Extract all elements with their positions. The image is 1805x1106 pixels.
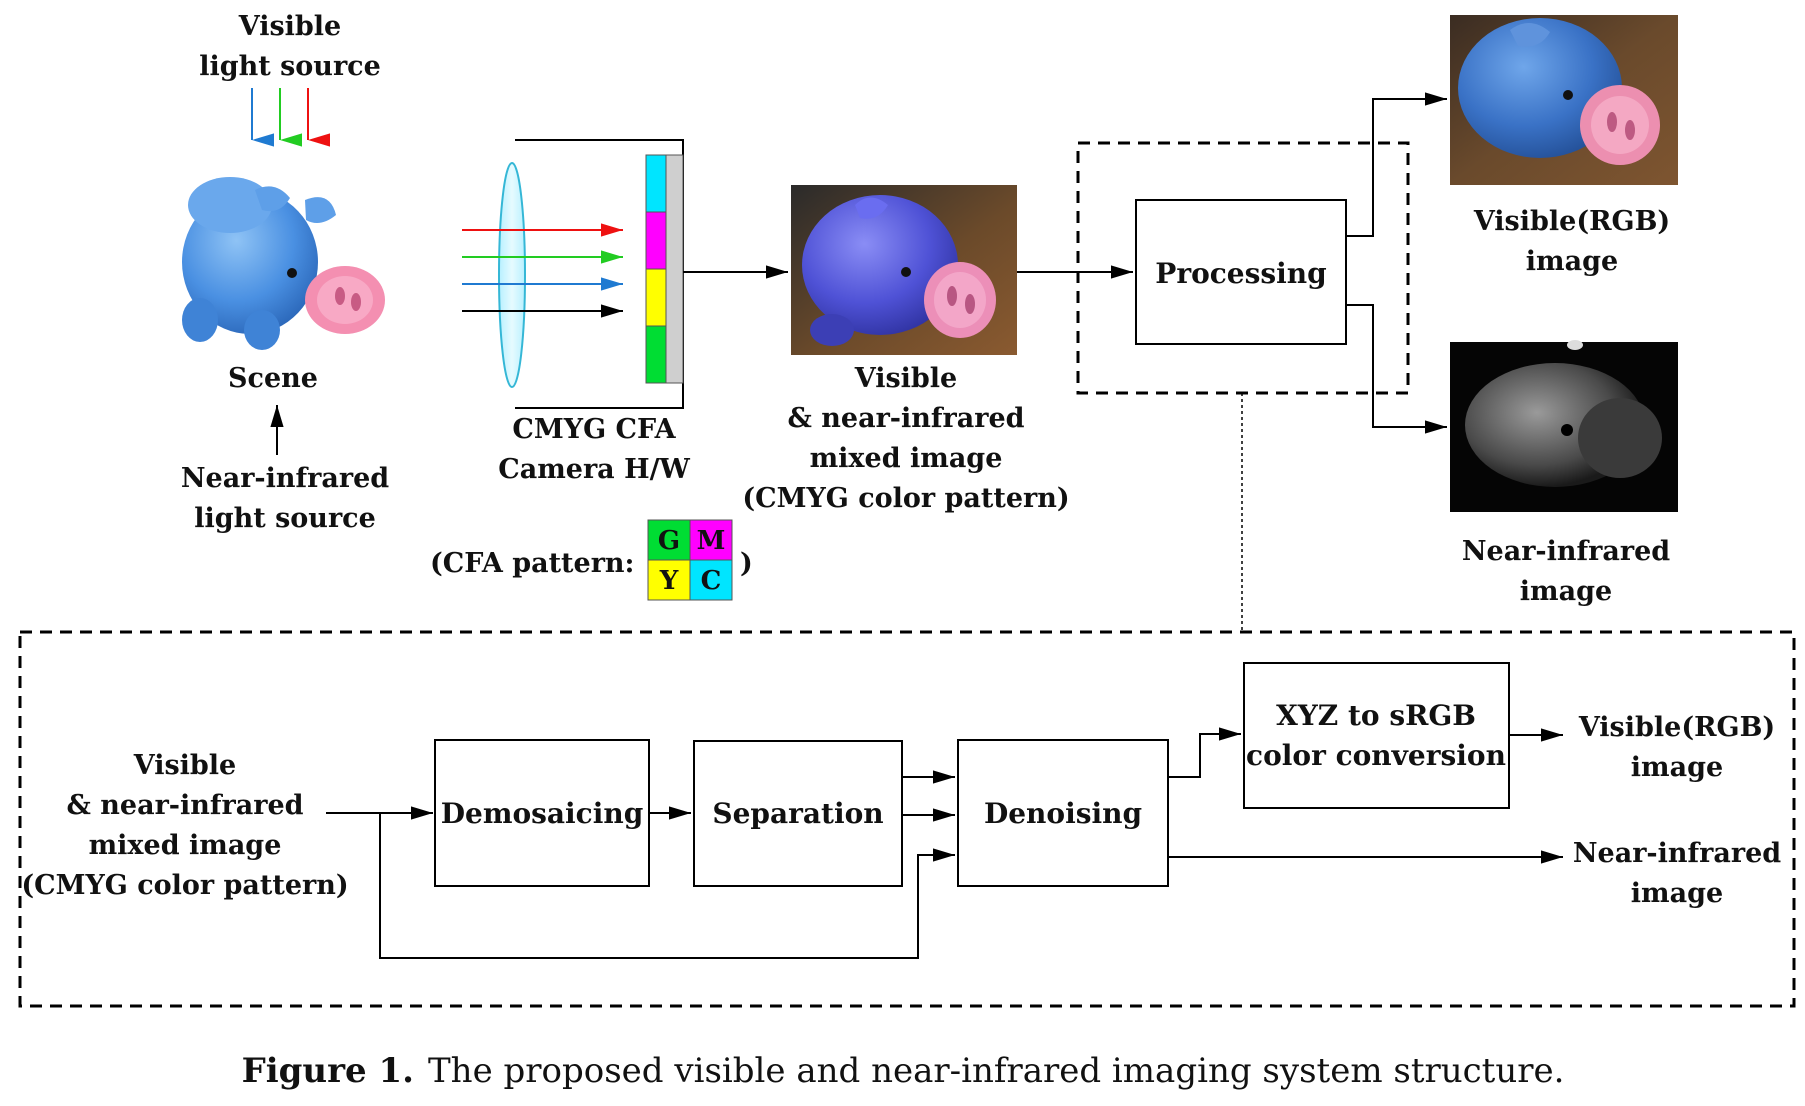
pipeline-out-nir-line1: Near-infrared (1573, 838, 1781, 869)
processing-box (1135, 199, 1347, 345)
denoising-label: Denoising (984, 797, 1142, 830)
cfa-pattern-close: ) (740, 548, 753, 579)
cfa-green-cell (645, 325, 667, 384)
pipeline-input-line2: & near-infrared (66, 790, 303, 821)
denoising-to-conversion-arrow (1168, 727, 1241, 778)
separation-box (693, 740, 903, 887)
sensor-substrate (665, 154, 684, 384)
visible-output-label-line1: Visible(RGB) (1473, 206, 1670, 237)
caption-figure-number: Figure 1. (242, 1051, 414, 1091)
cfa-cell-g: G (658, 526, 680, 556)
pipeline-input-line1: Visible (133, 750, 237, 781)
cfa-cyan-cell (645, 154, 667, 213)
mixed-image (791, 185, 1017, 355)
bypass-arrow (379, 813, 955, 959)
processing-to-nir-arrow (1346, 304, 1447, 434)
processing-dashed-region (1076, 141, 1410, 395)
cfa-magenta-cell (645, 211, 667, 270)
pipeline-input-line4: (CMYG color pattern) (21, 870, 348, 901)
pipeline-dashed-region (18, 630, 1796, 1008)
cfa-cell-c: C (701, 566, 722, 596)
pipeline-input-line3: mixed image (89, 830, 282, 861)
nir-output-image (1450, 340, 1678, 512)
cfa-yellow-cell (645, 268, 667, 327)
lens-icon (498, 162, 526, 388)
camera-label-line1: CMYG CFA (512, 414, 676, 445)
scene-pig-image (182, 177, 385, 350)
mixed-label-line2: & near-infrared (787, 403, 1024, 434)
camera-hardware (462, 139, 684, 409)
denoising-box (957, 739, 1169, 887)
visible-source-label-line1: Visible (238, 11, 342, 42)
pipeline-out-nir-line2: image (1631, 878, 1723, 909)
conversion-box (1243, 662, 1510, 809)
nir-source-label-line1: Near-infrared (181, 463, 389, 494)
nir-output-label-line2: image (1520, 576, 1612, 607)
mixed-label-line3: mixed image (810, 443, 1003, 474)
cfa-pattern-label: (CFA pattern: (430, 548, 635, 579)
visible-output-label-line2: image (1526, 246, 1618, 277)
nir-source-label-line2: light source (194, 503, 376, 534)
conversion-label-line2: color conversion (1246, 739, 1506, 772)
visible-source-label-line2: light source (199, 51, 381, 82)
camera-label-line2: Camera H/W (498, 454, 690, 485)
visible-output-image (1450, 15, 1678, 185)
pipeline-out-visible-line2: image (1631, 752, 1723, 783)
cfa-cell-y: Y (659, 566, 679, 596)
visible-light-source: Visible light source (199, 11, 381, 147)
processing-label: Processing (1155, 257, 1326, 290)
demosaicing-box (434, 739, 650, 887)
separation-label: Separation (712, 797, 883, 830)
scene-label: Scene (228, 363, 318, 394)
conversion-label-line1: XYZ to sRGB (1276, 699, 1476, 732)
mixed-label-line1: Visible (854, 363, 958, 394)
nir-output-label-line1: Near-infrared (1462, 536, 1670, 567)
figure-caption: Figure 1. The proposed visible and near-i… (242, 1051, 1565, 1091)
caption-text: The proposed visible and near-infrared i… (428, 1051, 1564, 1091)
demosaicing-label: Demosaicing (441, 797, 644, 830)
cfa-cell-m: M (697, 526, 726, 556)
mixed-label-line4: (CMYG color pattern) (742, 483, 1069, 514)
cfa-pattern-legend: G M Y C (647, 519, 733, 601)
pipeline-out-visible-line1: Visible(RGB) (1578, 712, 1775, 743)
processing-to-visible-arrow (1346, 92, 1447, 237)
